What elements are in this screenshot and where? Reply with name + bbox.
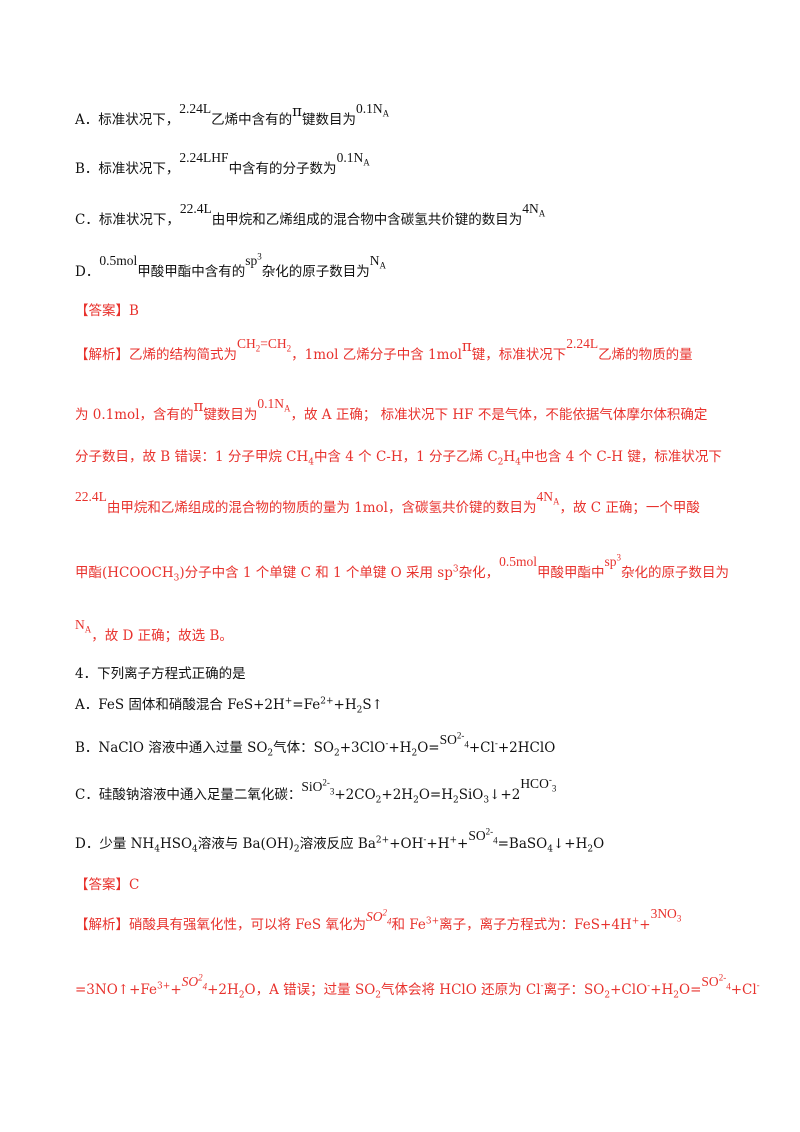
- q4-option-b: B．NaClO 溶液中通入过量 SO2气体：SO2+3ClO-+H2O=SO2-…: [75, 730, 556, 759]
- formula-sp3: sp3: [245, 251, 262, 268]
- q4-analysis-line-1: 【解析】硝酸具有强氧化性，可以将 FeS 氧化为SO24和 Fe3+离子，离子方…: [75, 906, 682, 933]
- q4-option-a: A．FeS 固体和硝酸混合 FeS+2H+=Fe2++H2S↑: [75, 696, 383, 716]
- formula-sulfate: SO2-4: [439, 730, 469, 750]
- q4-option-d: D．少量 NH4HSO4溶液与 Ba(OH)2溶液反应 Ba2++OH-+H++…: [75, 826, 605, 855]
- q3-analysis-line-2: 为 0.1mol，含有的π键数目为0.1NA，故 A 正确； 标准状况下 HF …: [75, 396, 708, 423]
- formula-sulfate: SO24: [365, 907, 392, 927]
- formula-amount: 0.5mol: [99, 253, 138, 268]
- formula-count: 4NA: [522, 201, 546, 219]
- formula-sulfate: SO24: [181, 972, 208, 992]
- q3-analysis-line-1: 【解析】乙烯的结构简式为CH2=CH2，1mol 乙烯分子中含 1molπ键，标…: [75, 336, 693, 363]
- q3-option-b: B．标准状况下，2.24LHF中含有的分子数为0.1NA: [75, 150, 370, 177]
- formula-sulfate: SO2-4: [468, 826, 498, 846]
- formula-sulfate: SO2-4: [701, 972, 731, 992]
- formula-volume: 22.4L: [179, 201, 212, 216]
- q3-analysis-line-3: 分子数目，故 B 错误：1 分子甲烷 CH4中含 4 个 C-H，1 分子乙烯 …: [75, 449, 722, 468]
- formula-ethylene: CH2=CH2: [237, 336, 292, 354]
- pi-symbol: π: [292, 102, 302, 120]
- formula-count: 0.1NA: [336, 150, 370, 168]
- q3-option-a: A．标准状况下，2.24L乙烯中含有的π键数目为0.1NA: [75, 101, 390, 128]
- q4-analysis-line-2: =3NO↑+Fe3++SO24+2H2O，A 错误；过量 SO2气体会将 HCl…: [75, 972, 760, 1001]
- q3-option-c: C．标准状况下，22.4L由甲烷和乙烯组成的混合物中含碳氢共价键的数目为4NA: [75, 201, 546, 228]
- formula-count: 0.1NA: [355, 101, 390, 119]
- q4-option-c: C．硅酸钠溶液中通入足量二氧化碳：SiO2-3+2CO2+2H2O=H2SiO3…: [75, 774, 557, 806]
- formula-volume: 22.4L: [75, 489, 107, 504]
- formula-count: 4NA: [536, 489, 560, 507]
- q3-analysis-line-5: 甲酯(HCOOCH3)分子中含 1 个单键 C 和 1 个单键 O 采用 sp3…: [75, 552, 730, 584]
- q3-analysis-line-4: 22.4L由甲烷和乙烯组成的混合物的物质的量为 1mol，含碳氢共价键的数目为4…: [75, 489, 700, 516]
- formula-volume: 2.24L: [179, 101, 212, 116]
- formula-nitrate: 3NO3: [650, 906, 682, 924]
- q4-stem: 4．下列离子方程式正确的是: [75, 666, 246, 682]
- q3-option-d: D．0.5mol甲酸甲酯中含有的sp3杂化的原子数目为NA: [75, 251, 386, 280]
- formula-count: 0.1NA: [257, 396, 291, 414]
- formula-count: NA: [75, 617, 92, 635]
- formula-sp3: sp3: [604, 552, 622, 569]
- formula-count: NA: [369, 253, 386, 271]
- formula-bicarbonate: HCO-3: [520, 774, 557, 794]
- q3-analysis-line-6: NA，故 D 正确；故选 B。: [75, 617, 233, 644]
- pi-symbol: π: [461, 337, 472, 355]
- formula-volume: 2.24L: [566, 336, 599, 351]
- formula-silicate: SiO2-3: [301, 777, 335, 797]
- q3-answer: 【答案】B: [75, 303, 139, 319]
- formula-volume: 2.24LHF: [179, 150, 229, 165]
- pi-symbol: π: [193, 397, 204, 415]
- q4-answer: 【答案】C: [75, 877, 140, 893]
- formula-amount: 0.5mol: [499, 554, 538, 569]
